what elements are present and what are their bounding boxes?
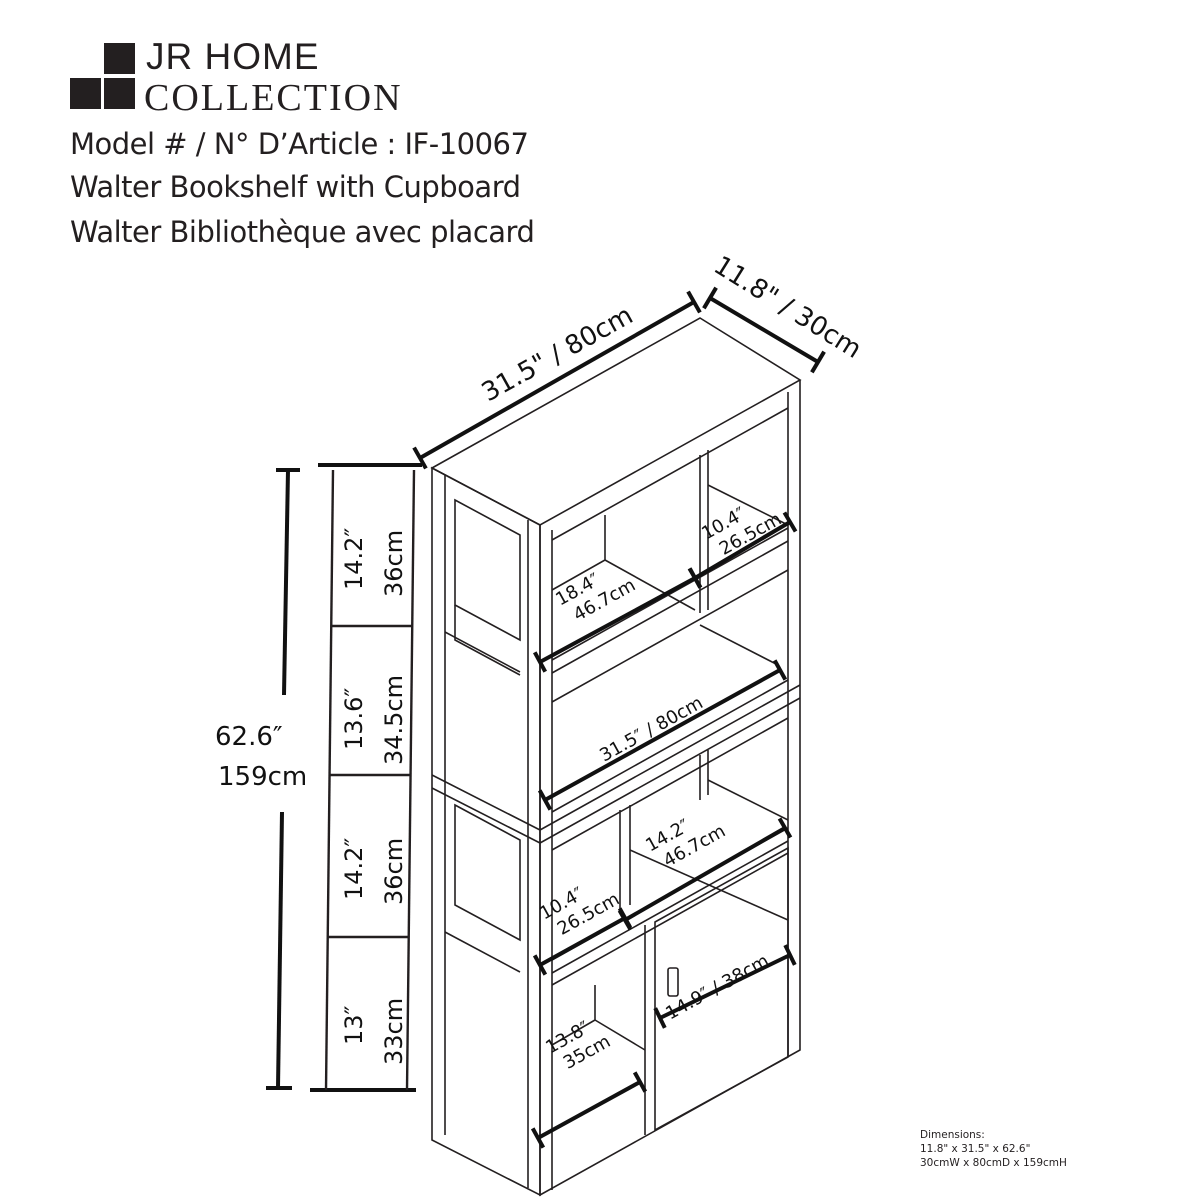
section-4-in: 13″ <box>340 1005 368 1045</box>
upper-left-dimension-line-tick <box>533 651 547 673</box>
side-face <box>431 466 541 1197</box>
door-label: 14.9″ / 38cm <box>662 950 772 1024</box>
section-2-in: 13.6″ <box>340 688 368 750</box>
bottom-left-dimension-line-tick <box>530 1127 546 1149</box>
dimension-lines <box>266 286 826 1149</box>
upper-right-dimension-line-tick <box>782 511 798 533</box>
door-dimension-line-tick <box>653 1007 667 1029</box>
bottom-left-dimension-line-tick <box>632 1071 648 1093</box>
lower-left-label: 10.4″ 26.5cm <box>536 883 623 940</box>
lower-right-dimension-line <box>624 826 786 922</box>
summary-imperial: 11.8" x 31.5" x 62.6" <box>920 1143 1031 1155</box>
lower-right-dimension-line-tick <box>777 817 793 839</box>
model-number: Model # / N° D’Article : IF-10067 <box>70 127 529 161</box>
logo-square <box>70 78 101 109</box>
logo-square <box>104 78 135 109</box>
depth-label: 11.8" / 30cm <box>708 250 866 364</box>
width-dimension-line-tick <box>412 446 428 470</box>
upper-left-dimension-line <box>539 576 696 664</box>
middle-dimension-line-tick <box>537 789 553 811</box>
width-dimension-line <box>419 300 695 460</box>
width-dimension-line-tick <box>686 290 702 314</box>
total-height-in: 62.6″ <box>215 722 283 752</box>
door-handle <box>667 967 679 997</box>
lower-left-dimension-line <box>539 916 626 967</box>
section-2-cm: 34.5cm <box>380 675 408 765</box>
depth-dimension-line <box>708 296 820 364</box>
product-name-fr: Walter Bibliothèque avec placard <box>70 215 535 249</box>
bottom-left-dimension-line <box>537 1080 641 1140</box>
brand-line2: COLLECTION <box>144 77 403 119</box>
summary-metric: 30cmW x 80cmD x 159cmH <box>920 1157 1067 1169</box>
middle-dimension-line <box>544 668 781 802</box>
section-4-cm: 33cm <box>380 998 408 1065</box>
cupboard-door <box>654 846 789 1132</box>
width-label: 31.5" / 80cm <box>477 301 638 409</box>
middle-full-label: 31.5″ / 80cm <box>596 692 706 766</box>
total-height-line <box>276 811 284 1089</box>
section-3-cm: 36cm <box>380 838 408 905</box>
depth-dimension-line-tick <box>702 286 718 310</box>
dimensions-summary: Dimensions: 11.8" x 31.5" x 62.6" 30cmW … <box>920 1128 1067 1170</box>
bottom-left-label: 13.8″ 35cm <box>542 1017 614 1074</box>
product-name-en: Walter Bookshelf with Cupboard <box>70 170 521 204</box>
lower-left-dimension-line-tick <box>617 907 633 929</box>
upper-right-dimension-line <box>693 520 792 580</box>
height-sections: 14.2″ 36cm 13.6″ 34.5cm 14.2″ 36cm 13″ 3… <box>324 469 416 1091</box>
middle-dimension-line-tick <box>772 659 788 681</box>
brand-line1: JR HOME <box>146 36 320 77</box>
depth-dimension-line-tick <box>810 350 826 374</box>
section-3-in: 14.2″ <box>340 838 368 900</box>
door-dimension-line-tick <box>783 944 797 966</box>
door-dimension-line <box>659 953 791 1020</box>
section-1-in: 14.2″ <box>340 528 368 590</box>
lower-left-dimension-line-tick <box>532 954 548 976</box>
front-face <box>539 380 801 1197</box>
logo-square <box>104 43 135 74</box>
summary-title: Dimensions: <box>920 1129 985 1141</box>
total-height-cm: 159cm <box>218 762 307 792</box>
section-1-cm: 36cm <box>380 530 408 597</box>
bookshelf-drawing <box>430 317 802 1197</box>
total-height-line <box>282 469 290 696</box>
upper-right-dimension-line-tick <box>687 567 703 589</box>
lower-right-label: 14.2″ 46.7cm <box>642 815 729 872</box>
module-seam-side <box>431 774 541 831</box>
